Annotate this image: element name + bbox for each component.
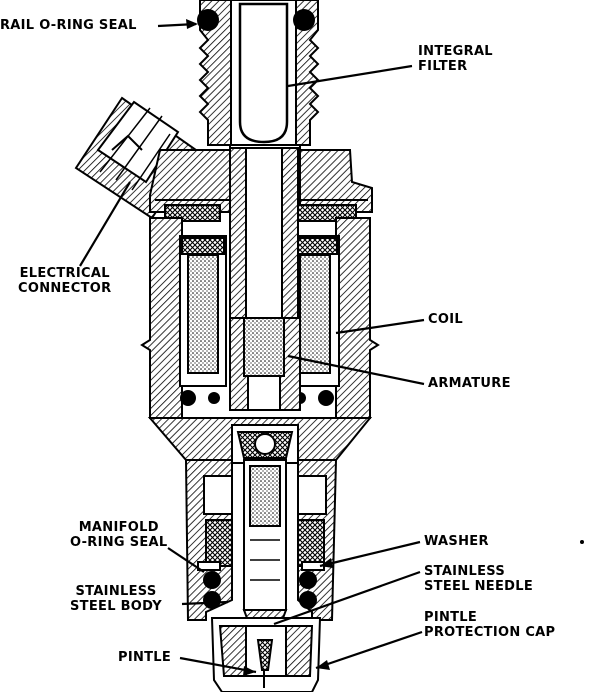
- label-washer: WASHER: [424, 534, 489, 549]
- label-integral-filter: INTEGRAL FILTER: [418, 44, 493, 74]
- label-needle-line1: STAINLESS: [424, 564, 506, 579]
- leader-manifold: [167, 547, 205, 573]
- leader-washer: [319, 540, 421, 568]
- label-pintle-cap-line1: PINTLE: [424, 610, 478, 625]
- label-electrical-connector-line2: CONNECTOR: [18, 281, 112, 296]
- label-integral-filter-line1: INTEGRAL: [418, 44, 493, 59]
- manifold-oring-seal: [203, 571, 317, 609]
- label-armature: ARMATURE: [428, 376, 511, 391]
- leader-electrical-connector: [79, 181, 131, 267]
- label-manifold-oring-seal: MANIFOLD O-RING SEAL: [70, 520, 168, 550]
- label-manifold-line2: O-RING SEAL: [70, 535, 168, 550]
- label-pintle-protection-cap: PINTLE PROTECTION CAP: [424, 610, 555, 640]
- label-coil: COIL: [428, 312, 463, 327]
- label-integral-filter-line2: FILTER: [418, 59, 468, 74]
- leader-pintle-cap: [315, 630, 423, 670]
- label-electrical-connector-line1: ELECTRICAL: [19, 266, 110, 281]
- valve-seat: [231, 424, 299, 464]
- label-pintle-cap-line2: PROTECTION CAP: [424, 625, 556, 640]
- label-electrical-connector: ELECTRICAL CONNECTOR: [18, 266, 111, 296]
- leader-armature: [287, 354, 425, 386]
- label-rail-oring-seal: RAIL O-RING SEAL: [0, 18, 137, 33]
- leader-needle: [273, 570, 421, 626]
- label-needle-line2: STEEL NEEDLE: [424, 579, 533, 594]
- label-body-line1: STAINLESS: [75, 584, 157, 599]
- label-pintle: PINTLE: [118, 650, 172, 665]
- speck-dot: [580, 540, 584, 544]
- housing: [140, 217, 380, 461]
- leader-coil: [335, 318, 425, 335]
- leader-integral-filter: [287, 64, 413, 88]
- leader-lines: [79, 22, 425, 674]
- leader-body: [181, 600, 229, 606]
- label-manifold-line1: MANIFOLD: [78, 520, 159, 535]
- label-body-line2: STEEL BODY: [70, 599, 163, 614]
- coil-seals: [180, 390, 334, 406]
- armature: [229, 317, 301, 411]
- leader-pintle: [179, 656, 257, 674]
- center-pole: [229, 147, 299, 319]
- rail-oring-seal: [197, 9, 315, 31]
- label-stainless-steel-body: STAINLESS STEEL BODY: [70, 584, 162, 614]
- label-stainless-steel-needle: STAINLESS STEEL NEEDLE: [424, 564, 533, 594]
- pintle: [256, 639, 274, 688]
- arrowheads: [186, 19, 333, 676]
- integral-filter: [238, 2, 289, 144]
